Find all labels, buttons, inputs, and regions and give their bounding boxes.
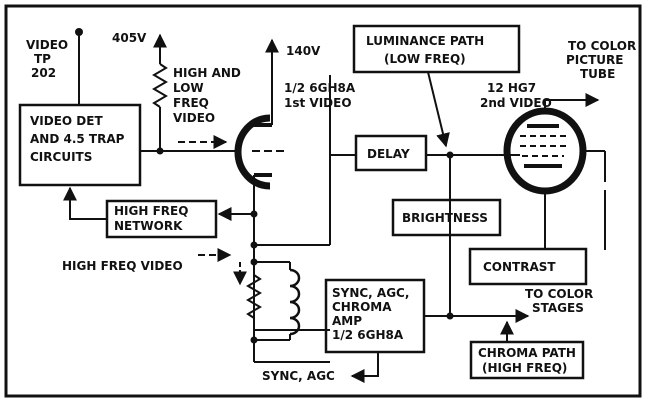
diagram-label: 2nd VIDEO — [480, 96, 552, 110]
diagram-label: AMP — [332, 314, 362, 328]
diagram-label: 12 HG7 — [487, 81, 536, 95]
peaking-coil — [254, 262, 301, 341]
diagram-label: AND 4.5 TRAP — [30, 132, 125, 146]
diagram-label: 1/2 6GH8A — [284, 81, 356, 95]
sync-agc-chroma-amp-box: SYNC, AGC, CHROMA AMP 1/2 6GH8A — [324, 278, 426, 354]
diagram-label: NETWORK — [114, 219, 183, 233]
diagram-label: TP — [34, 52, 51, 66]
luminance-path-box: LUMINANCE PATH (LOW FREQ) — [352, 24, 521, 74]
diagram-label: TO COLOR — [568, 39, 636, 53]
diagram-label: PICTURE — [566, 53, 623, 67]
high-freq-network-box: HIGH FREQ NETWORK — [105, 199, 218, 239]
to-color-picture-tube-label: TO COLOR PICTURE TUBE — [566, 39, 636, 81]
chroma-path-box: CHROMA PATH (HIGH FREQ) — [469, 340, 585, 380]
diagram-label: FREQ — [173, 96, 209, 110]
brightness-box: BRIGHTNESS — [391, 198, 502, 237]
supply-405v: 405V — [112, 31, 168, 151]
diagram-label: 405V — [112, 31, 147, 45]
diagram-label: LUMINANCE PATH — [366, 34, 484, 48]
diagram-label: CONTRAST — [483, 260, 556, 274]
contrast-box: CONTRAST — [468, 247, 588, 286]
diagram-label: STAGES — [532, 301, 584, 315]
diagram-label: 1/2 6GH8A — [332, 328, 404, 342]
diagram-label: HIGH FREQ — [114, 204, 188, 218]
diagram-label: CHROMA — [332, 300, 392, 314]
diagram-label: SYNC, AGC — [262, 369, 335, 383]
diagram-label: TO COLOR — [525, 287, 593, 301]
diagram-label: VIDEO DET — [30, 114, 103, 128]
delay-box: DELAY — [354, 134, 428, 172]
outer-frame — [4, 4, 642, 398]
second-video-tube: 12 HG7 2nd VIDEO — [480, 81, 587, 195]
diagram-label: TUBE — [580, 67, 615, 81]
supply-140v: 140V — [265, 38, 321, 125]
first-video-tube: 1/2 6GH8A 1st VIDEO — [234, 81, 356, 190]
diagram-label: VIDEO — [26, 38, 68, 52]
diagram-label: LOW — [173, 81, 204, 95]
diagram-label: HIGH AND — [173, 66, 241, 80]
diagram-label: DELAY — [367, 147, 410, 161]
diagram-label: VIDEO — [173, 111, 215, 125]
diagram-label: 202 — [31, 66, 56, 80]
diagram-label: SYNC, AGC, — [332, 286, 409, 300]
diagram-label: (HIGH FREQ) — [482, 361, 567, 375]
high-low-freq-video-label: HIGH AND LOW FREQ VIDEO — [173, 66, 241, 149]
diagram-label: CIRCUITS — [30, 150, 92, 164]
diagram-label: HIGH FREQ VIDEO — [62, 259, 183, 273]
diagram-label: 140V — [286, 44, 321, 58]
video-test-point: VIDEO TP 202 — [26, 28, 83, 105]
diagram-label: (LOW FREQ) — [384, 52, 466, 66]
to-color-stages-label: TO COLOR STAGES — [525, 287, 593, 315]
diagram-label: BRIGHTNESS — [402, 211, 488, 225]
high-freq-video-label: HIGH FREQ VIDEO — [62, 248, 232, 273]
video-det-box: VIDEO DET AND 4.5 TRAP CIRCUITS — [18, 103, 142, 187]
diagram-label: CHROMA PATH — [478, 346, 576, 360]
diagram-label: 1st VIDEO — [284, 96, 352, 110]
